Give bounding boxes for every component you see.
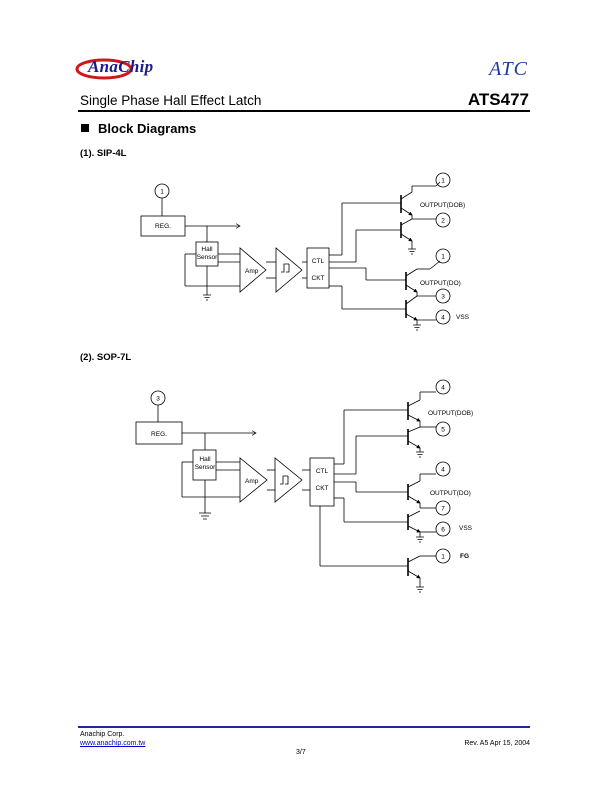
sop7l-diagram	[135, 379, 451, 593]
sop7l-pin-dob: 5	[441, 427, 445, 434]
sop7l-output-dob: OUTPUT(DOB)	[428, 410, 473, 417]
sip4l-vss-label: VSS	[456, 314, 470, 321]
sip4l-pin-reg: 1	[160, 189, 164, 196]
sip4l-output-do: OUTPUT(DO)	[420, 280, 461, 287]
sip4l-pin-top-circle	[435, 172, 451, 188]
sop7l-pin-mid: 4	[441, 467, 445, 474]
sop7l-ckt-label: CKT	[316, 485, 329, 492]
sop7l-ctl-ckt-block	[309, 457, 335, 507]
page-number: 3/7	[296, 749, 306, 756]
sip4l-ctl-ckt-block	[306, 247, 330, 289]
sip4l-pin-top: 1	[441, 178, 445, 185]
sop7l-hall-sensor-block	[192, 449, 217, 481]
sop7l-pin-vss-circle	[435, 521, 451, 537]
logo-text: AnaChip	[88, 57, 154, 76]
sop7l-subtitle: (2). SOP-7L	[80, 352, 132, 363]
sip4l-amp	[239, 247, 267, 293]
sip4l-pin-mid-circle	[435, 248, 451, 264]
sip4l-hall-line2: Sensor	[197, 254, 218, 261]
sop7l-pin-do-circle	[435, 500, 451, 516]
sop7l-reg-label: REG.	[151, 431, 167, 438]
sop7l-pin-reg: 3	[156, 396, 160, 403]
sip4l-diagram	[140, 172, 451, 331]
sip4l-pin-dob: 2	[441, 218, 445, 225]
sop7l-output-do: OUTPUT(DO)	[430, 490, 471, 497]
document-title: Single Phase Hall Effect Latch	[80, 93, 262, 108]
sop7l-pin-top-circle	[435, 379, 451, 395]
sip4l-pin-do: 3	[441, 294, 445, 301]
brand-mark: ATC	[489, 58, 528, 80]
footer-rule	[78, 726, 530, 728]
sip4l-pin-vss-circle	[435, 309, 451, 325]
sip4l-ctl-label: CTL	[312, 258, 325, 265]
company-name: Anachip Corp.	[80, 731, 125, 738]
sop7l-fg-label: FG	[460, 553, 469, 560]
sop7l-pin-dob-circle	[435, 421, 451, 437]
website-link[interactable]: www.anachip.com.tw	[80, 740, 146, 747]
header-rule	[78, 110, 530, 112]
sip4l-subtitle: (1). SIP-4L	[80, 148, 127, 159]
sip4l-ckt-label: CKT	[312, 275, 325, 282]
revision-date: Rev. A5 Apr 15, 2004	[464, 740, 530, 747]
sop7l-amp	[239, 457, 268, 503]
sop7l-pin-vss: 6	[441, 527, 445, 534]
part-number: ATS477	[467, 90, 529, 109]
sip4l-ground-symbol	[203, 294, 211, 301]
sop7l-ground-symbol	[199, 512, 211, 520]
sip4l-output-dob: OUTPUT(DOB)	[420, 202, 465, 209]
sop7l-pin-mid-circle	[435, 461, 451, 477]
sop7l-ctl-label: CTL	[316, 468, 329, 475]
sop7l-hall-line2: Sensor	[195, 464, 216, 471]
sop7l-pin-do: 7	[441, 506, 445, 513]
logo-swoosh	[75, 58, 133, 80]
sip4l-pin-dob-circle	[435, 212, 451, 228]
section-title: Block Diagrams	[98, 121, 197, 136]
sip4l-pin-mid: 1	[441, 254, 445, 261]
sip4l-hall-line1: Hall	[201, 246, 213, 253]
sip4l-pin-do-circle	[435, 288, 451, 304]
sip4l-schmitt-trigger	[275, 247, 303, 293]
sop7l-pin-fg-circle	[435, 548, 451, 564]
sop7l-schmitt-trigger	[274, 457, 303, 503]
sop7l-vss-label: VSS	[459, 525, 473, 532]
sip4l-reg-label: REG.	[155, 223, 171, 230]
sop7l-hall-line1: Hall	[199, 456, 211, 463]
sop7l-pin-top: 4	[441, 385, 445, 392]
sop7l-amp-label: Amp	[245, 478, 259, 485]
sop7l-pin-fg: 1	[441, 554, 445, 561]
section-bullet	[81, 124, 89, 132]
sip4l-pin-vss: 4	[441, 315, 445, 322]
sip4l-amp-label: Amp	[245, 268, 259, 275]
